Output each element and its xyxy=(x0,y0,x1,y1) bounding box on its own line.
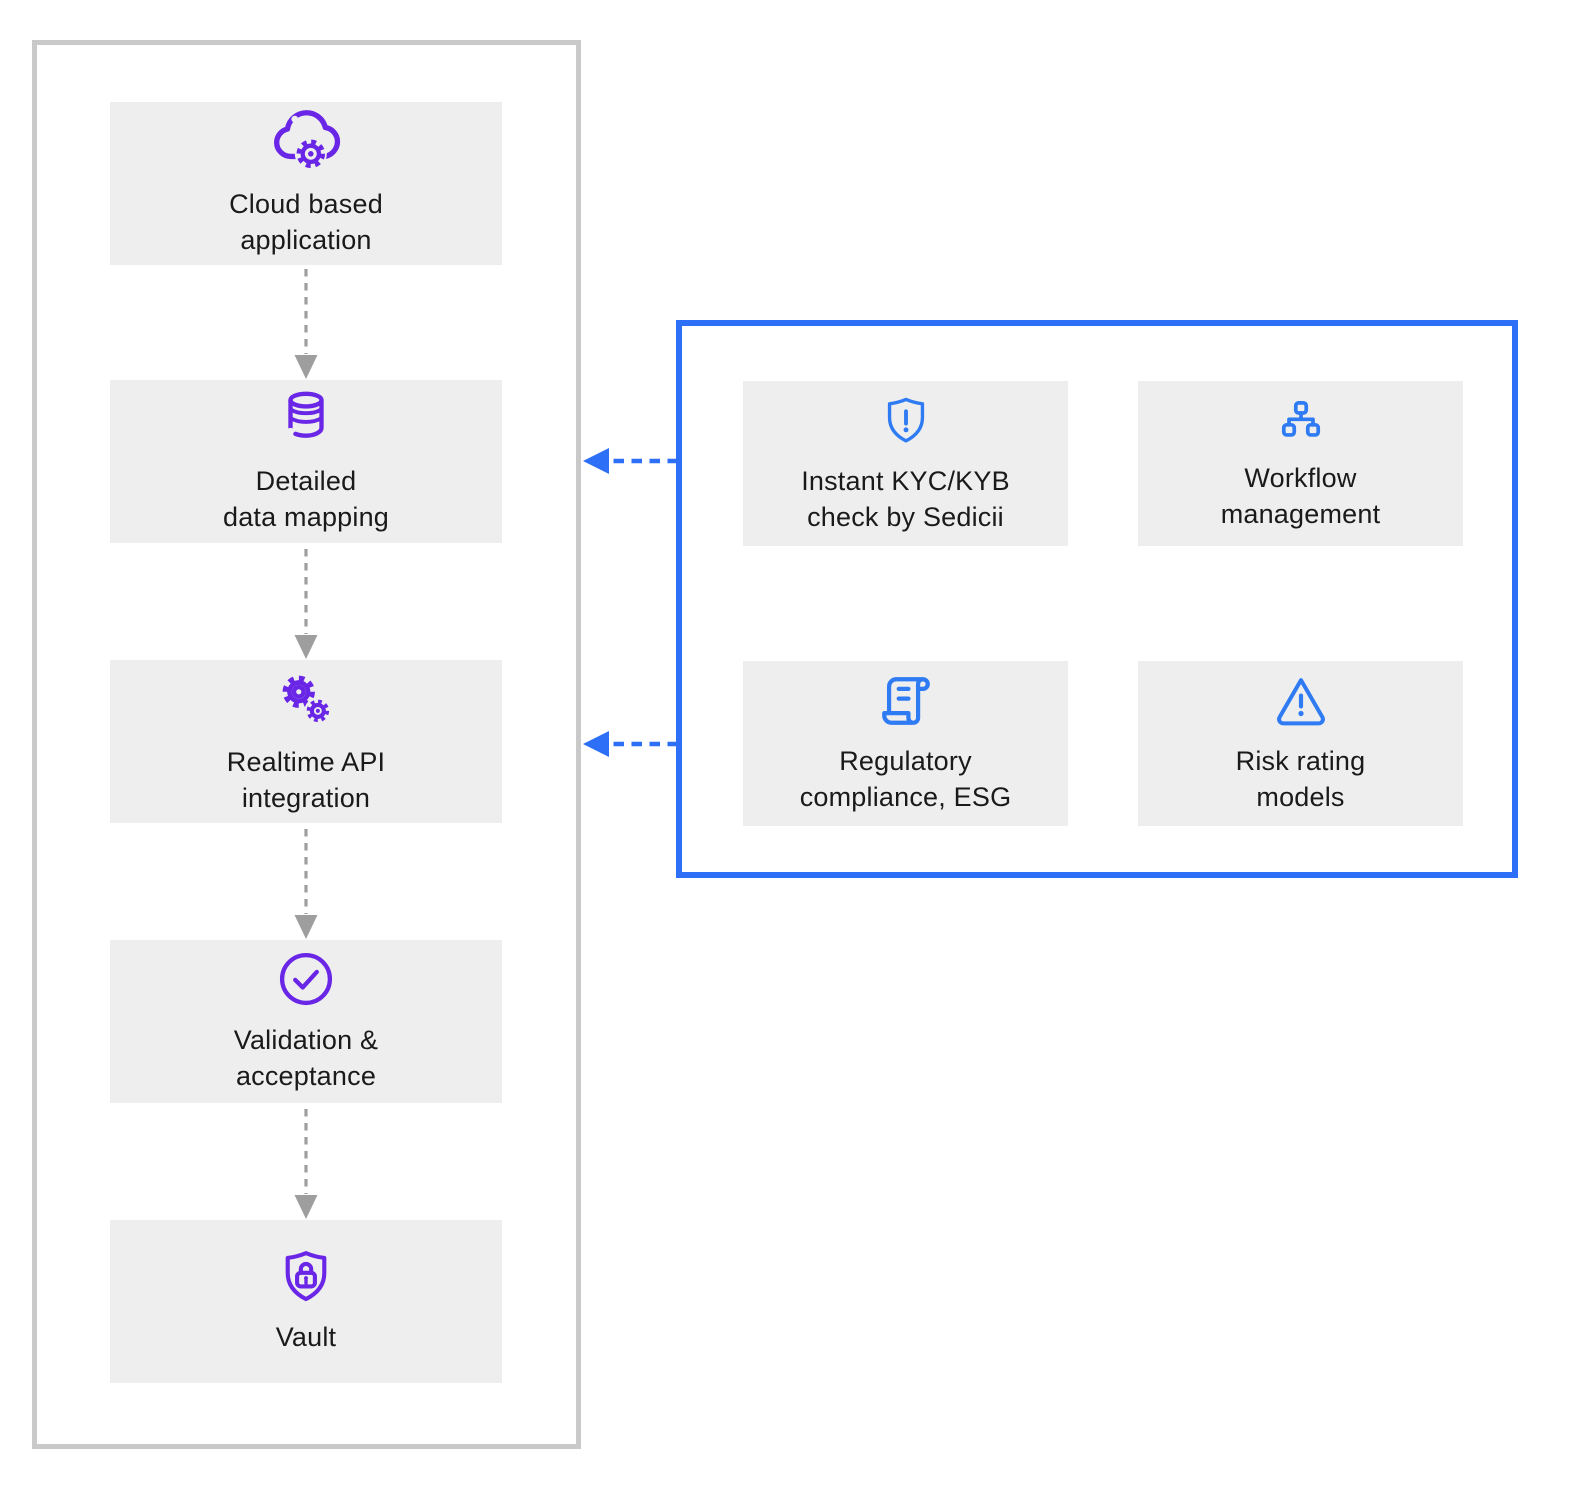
module-instant-kyc: Instant KYC/KYB check by Sedicii xyxy=(743,381,1068,546)
scroll-icon xyxy=(881,677,930,725)
database-icon xyxy=(287,391,324,438)
step-label: Vault xyxy=(275,1322,337,1352)
step-realtime-api-integration: Realtime API integration xyxy=(110,660,502,823)
flow-arrow xyxy=(294,549,318,659)
module-label: Regulatory compliance, ESG xyxy=(799,746,1012,812)
step-label: Detailed data mapping xyxy=(222,466,390,532)
step-cloud-application: Cloud based application xyxy=(110,102,502,265)
warning-triangle-icon xyxy=(1276,678,1325,726)
flow-arrow xyxy=(294,269,318,379)
shield-alert-icon xyxy=(887,397,924,443)
step-label: Cloud based application xyxy=(229,189,383,255)
cloud-gear-icon xyxy=(274,110,341,170)
pipeline-frame xyxy=(32,40,581,1449)
panel-arrow-to-data-mapping xyxy=(583,448,678,474)
flow-arrow xyxy=(294,1109,318,1219)
step-vault: Vault xyxy=(110,1220,502,1383)
step-validation-acceptance: Validation & acceptance xyxy=(110,940,502,1103)
flow-arrow xyxy=(294,829,318,939)
module-risk-rating: Risk rating models xyxy=(1138,661,1463,826)
step-label: Realtime API integration xyxy=(226,747,386,813)
module-label: Risk rating models xyxy=(1235,746,1366,812)
module-label: Instant KYC/KYB check by Sedicii xyxy=(801,466,1010,532)
step-detailed-data-mapping: Detailed data mapping xyxy=(110,380,502,543)
modules-frame xyxy=(676,320,1518,878)
check-circle-icon xyxy=(279,952,333,1006)
module-label: Workflow management xyxy=(1220,463,1381,529)
step-label: Validation & acceptance xyxy=(233,1025,379,1091)
panel-arrow-to-api-integration xyxy=(583,731,678,757)
module-workflow-management: Workflow management xyxy=(1138,381,1463,546)
module-regulatory-compliance: Regulatory compliance, ESG xyxy=(743,661,1068,826)
shield-lock-icon xyxy=(285,1251,327,1302)
gears-icon xyxy=(282,675,332,725)
org-chart-icon xyxy=(1281,401,1320,437)
